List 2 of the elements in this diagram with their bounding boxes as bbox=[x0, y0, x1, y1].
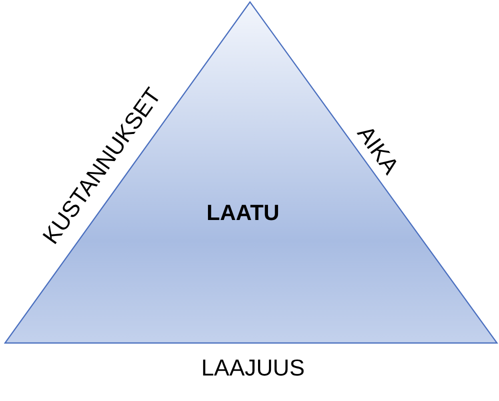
triangle-label: LAATU bbox=[206, 200, 280, 226]
base-label: LAAJUUS bbox=[201, 356, 305, 380]
